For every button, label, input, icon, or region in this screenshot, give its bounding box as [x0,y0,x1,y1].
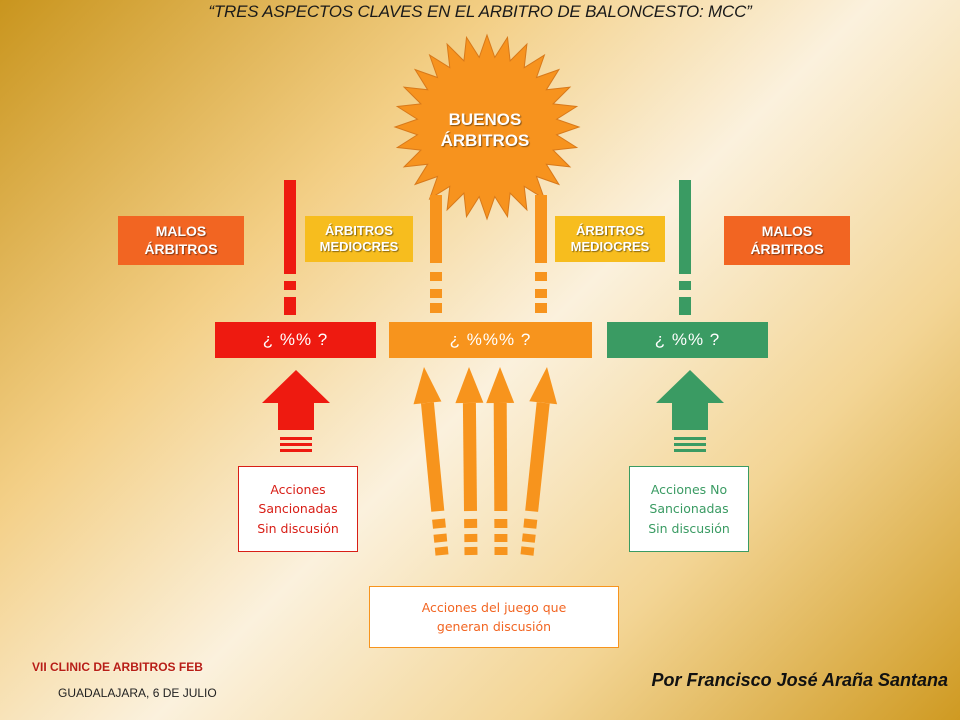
label-malos-arbitros-left: MALOS ÁRBITROS [118,216,244,265]
note-left-text: Acciones Sancionadas Sin discusión [257,481,339,536]
note-right-text: Acciones No Sancionadas Sin discusión [648,481,730,536]
sun-label: BUENOS ÁRBITROS [420,105,550,155]
label-mediocres-right-text: ÁRBITROS MEDIOCRES [570,222,650,254]
sun-burst-icon [393,33,581,221]
bar-center-text: ¿ %%% ? [449,330,532,349]
orange-slanted-arrow-4-icon [520,367,558,556]
sun-label-text: BUENOS ÁRBITROS [440,109,530,150]
label-malos-left-text: MALOS ÁRBITROS [144,223,218,257]
orange-slanted-arrow-3-icon [486,367,515,555]
bar-right-text: ¿ %% ? [654,330,721,349]
label-malos-arbitros-right: MALOS ÁRBITROS [724,216,850,265]
red-up-arrow-icon [262,370,330,452]
note-acciones-no-sancionadas: Acciones No Sancionadas Sin discusión [629,466,749,552]
label-malos-right-text: MALOS ÁRBITROS [750,223,824,257]
green-up-arrow-icon [656,370,724,452]
bar-left-red: ¿ %% ? [215,322,376,358]
orange-dashed-line-right [535,195,547,313]
green-dashed-line [679,180,691,315]
note-acciones-sancionadas: Acciones Sancionadas Sin discusión [238,466,358,552]
footer-event-name: VII CLINIC DE ARBITROS FEB [32,660,203,674]
note-center-text: Acciones del juego que generan discusión [421,599,567,634]
note-acciones-juego-discusion: Acciones del juego que generan discusión [369,586,619,648]
orange-slanted-arrow-1-icon [413,367,449,556]
footer-author: Por Francisco José Araña Santana [651,670,948,690]
label-mediocres-left-text: ÁRBITROS MEDIOCRES [319,222,399,254]
orange-dashed-line-left [430,195,442,313]
label-arbitros-mediocres-right: ÁRBITROS MEDIOCRES [555,216,665,262]
bar-left-text: ¿ %% ? [262,330,329,349]
footer-place-date: GUADALAJARA, 6 DE JULIO [58,686,217,700]
orange-slanted-arrow-2-icon [455,367,484,556]
orange-arrows-group [413,367,558,556]
bar-right-green: ¿ %% ? [607,322,768,358]
bar-center-orange: ¿ %%% ? [389,322,592,358]
footer-event-info: VII CLINIC DE ARBITROS FEB GUADALAJARA, … [32,660,217,700]
label-arbitros-mediocres-left: ÁRBITROS MEDIOCRES [305,216,413,262]
slide-title: “TRES ASPECTOS CLAVES EN EL ARBITRO DE B… [208,2,752,21]
red-dashed-line [284,180,296,315]
